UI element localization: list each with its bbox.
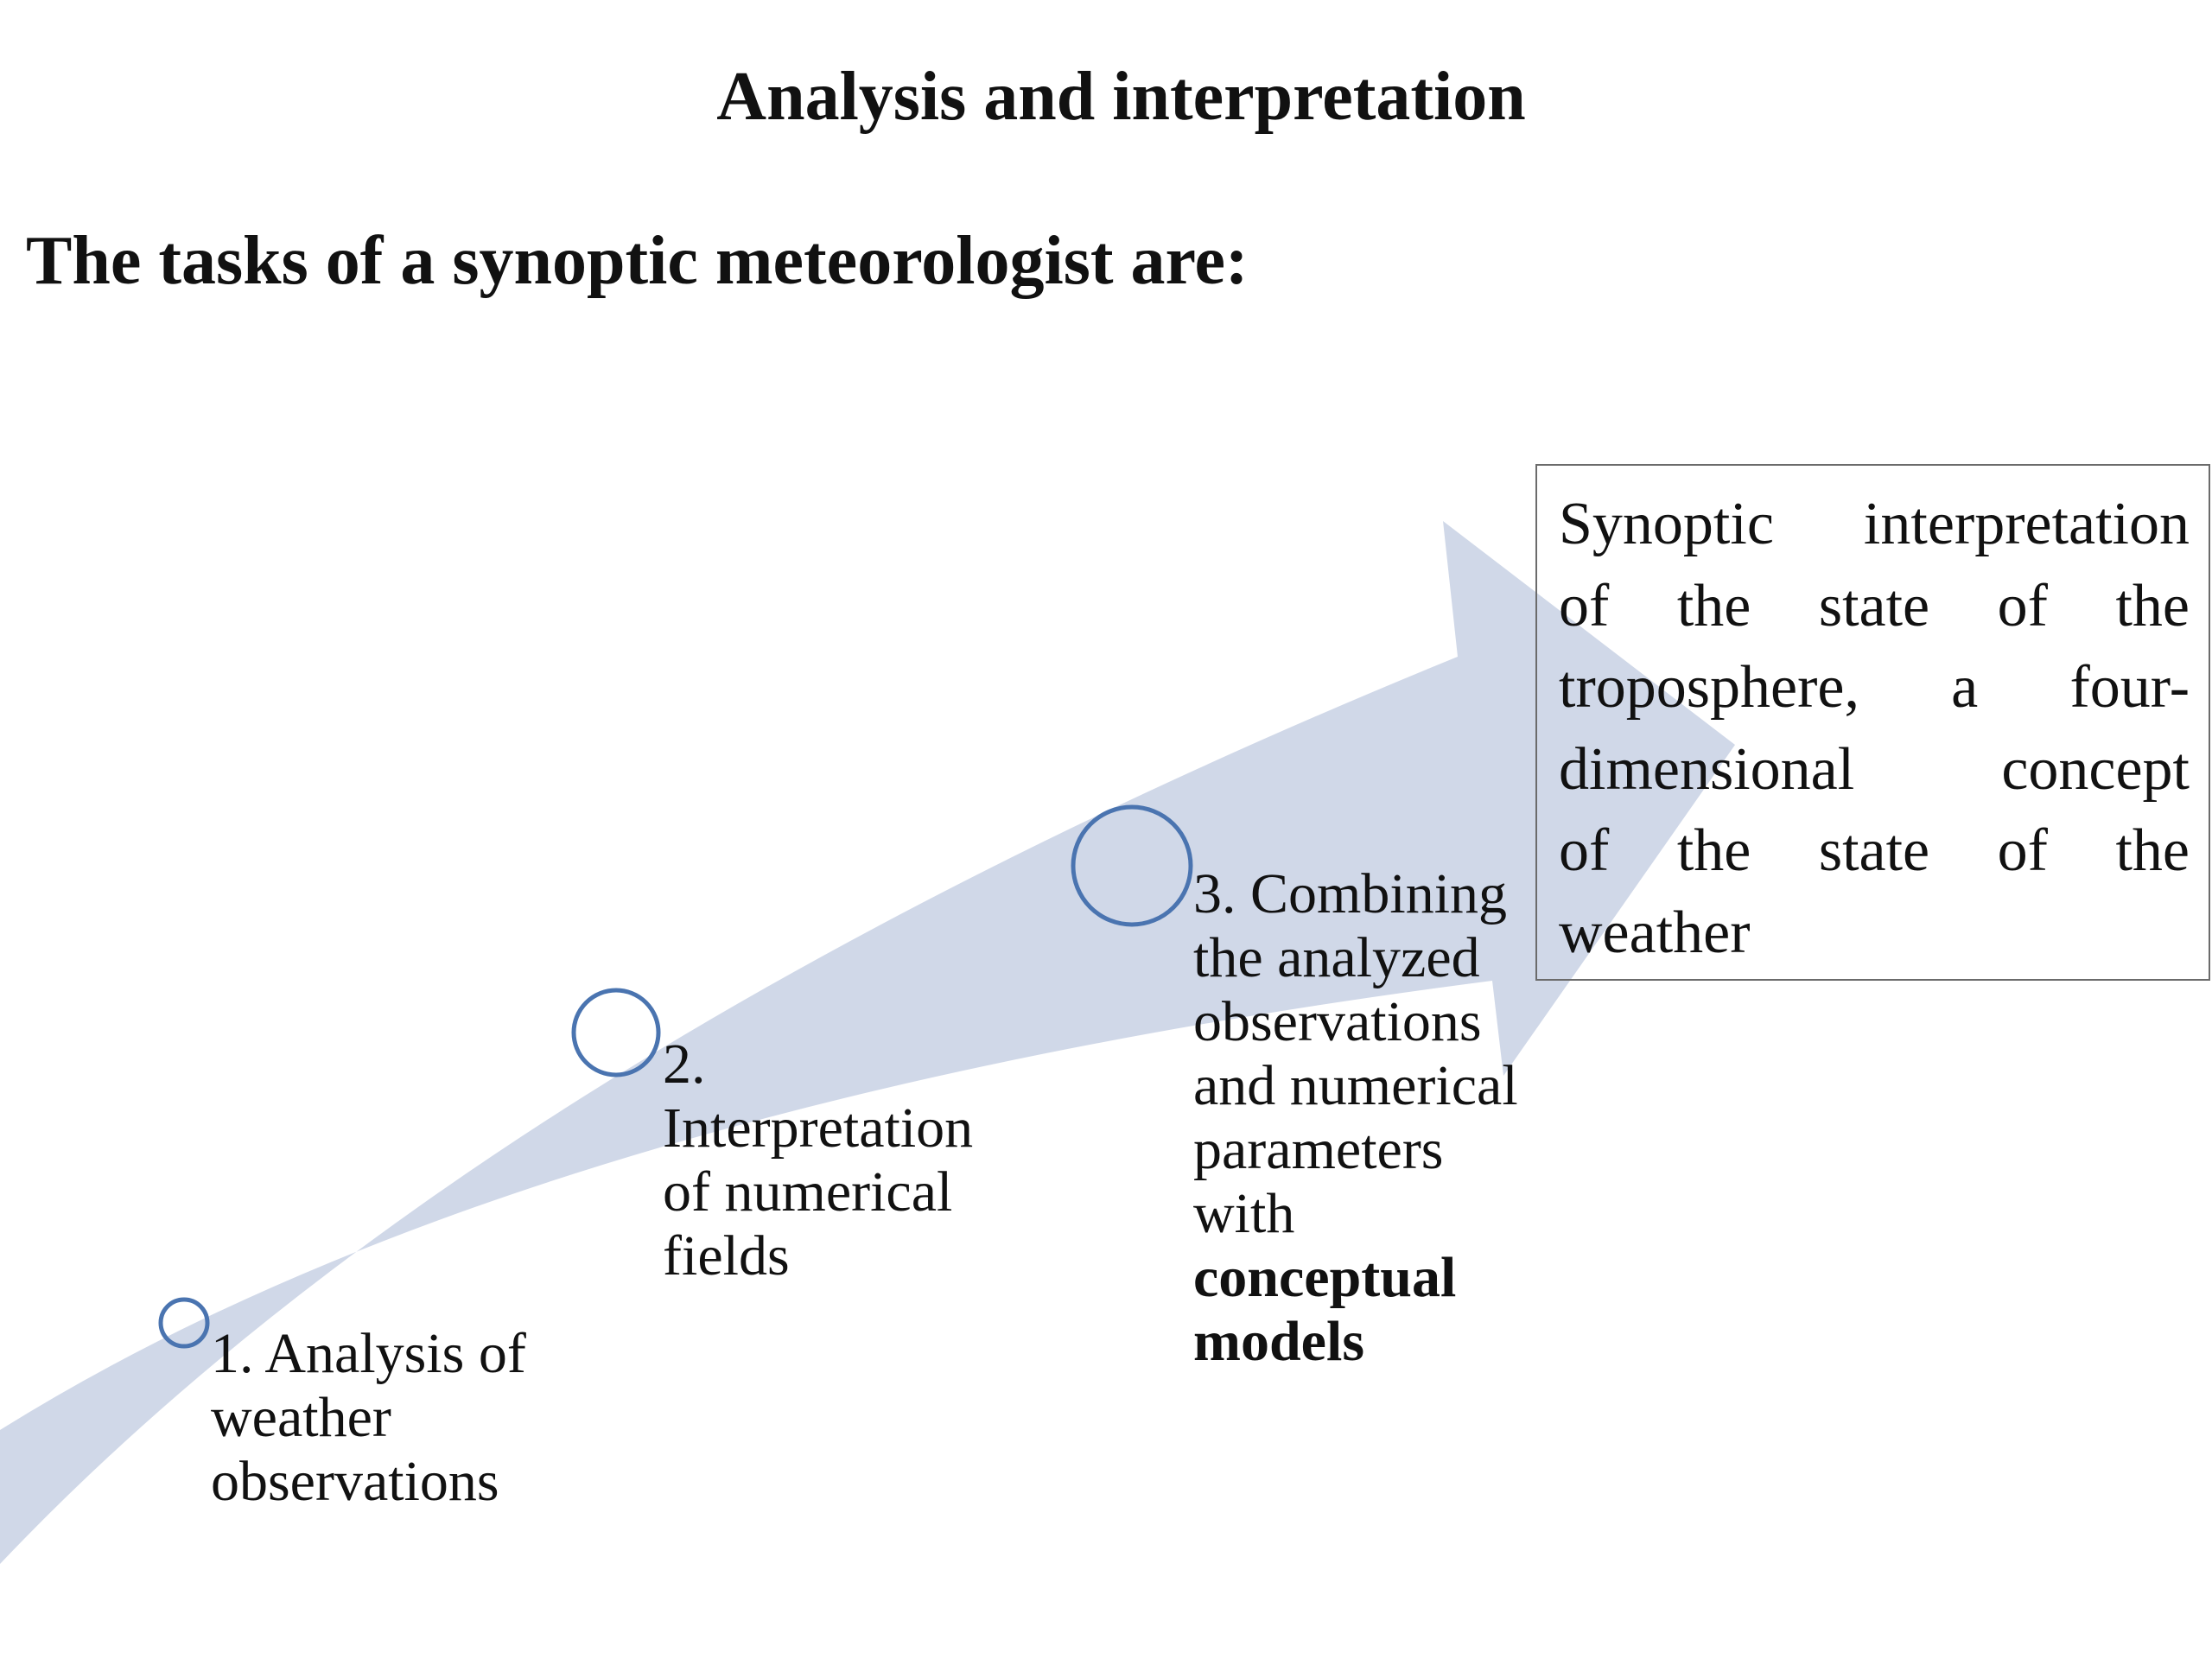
result-word: Synoptic [1559,491,1774,557]
step-1-circle [158,1297,210,1349]
result-word: state [1818,817,1930,884]
step-3-line: with [1193,1182,1295,1245]
step-3-circle [1071,804,1193,927]
step-3-label: 3. Combining the analyzed observations a… [1193,862,1518,1374]
step-2-line: fields [663,1224,790,1287]
step-1-line: weather [211,1386,391,1449]
result-line: Synoptic interpretation [1559,484,2190,566]
step-2-line: Interpretation [663,1096,974,1160]
result-word: the [1676,817,1751,884]
step-3-line: and numerical [1193,1054,1518,1117]
step-2-label: 2. Interpretation of numerical fields [663,1033,973,1288]
subtitle: The tasks of a synoptic meteorologist ar… [26,223,1249,299]
result-word: concept [2001,735,2190,803]
result-line: of the state of the [1559,810,2190,893]
step-3-line: the analyzed [1193,926,1480,989]
result-line: troposphere, a four- [1559,647,2190,729]
step-3-line: 3. Combining [1193,862,1508,925]
result-word: the [1676,572,1751,639]
step-3-line: parameters [1193,1118,1444,1181]
result-word: interpretation [1863,491,2190,557]
step-2-circle [571,988,661,1077]
step-1-label: 1. Analysis of weather observations [211,1322,526,1514]
step-1-line: 1. Analysis of [211,1322,526,1385]
result-word: troposphere, [1559,654,1859,721]
step-3-line: observations [1193,990,1482,1053]
result-word: of [1997,817,2048,884]
result-word: the [2115,572,2190,639]
step-3-bold-line: models [1193,1310,1364,1373]
result-line: of the state of the [1559,566,2190,648]
result-word: of [1559,817,1610,884]
result-word: dimensional [1559,735,1855,803]
step-2-line: 2. [663,1033,706,1096]
result-word: the [2115,817,2190,884]
result-word: of [1997,572,2048,639]
step-1-line: observations [211,1450,499,1513]
result-line: weather [1559,893,2190,975]
result-box [1535,464,2210,981]
page-title: Analysis and interpretation [716,59,1526,135]
result-word: weather [1559,899,1751,966]
result-word: a [1951,654,1979,721]
result-word: state [1818,572,1930,639]
result-line: dimensional concept [1559,729,2190,811]
step-3-bold-line: conceptual [1193,1246,1457,1309]
result-text: Synoptic interpretation of the state of … [1559,484,2190,974]
result-word: of [1559,572,1610,639]
result-word: four- [2069,654,2190,721]
step-2-line: of numerical [663,1160,953,1224]
curved-arrow [0,521,1735,1564]
